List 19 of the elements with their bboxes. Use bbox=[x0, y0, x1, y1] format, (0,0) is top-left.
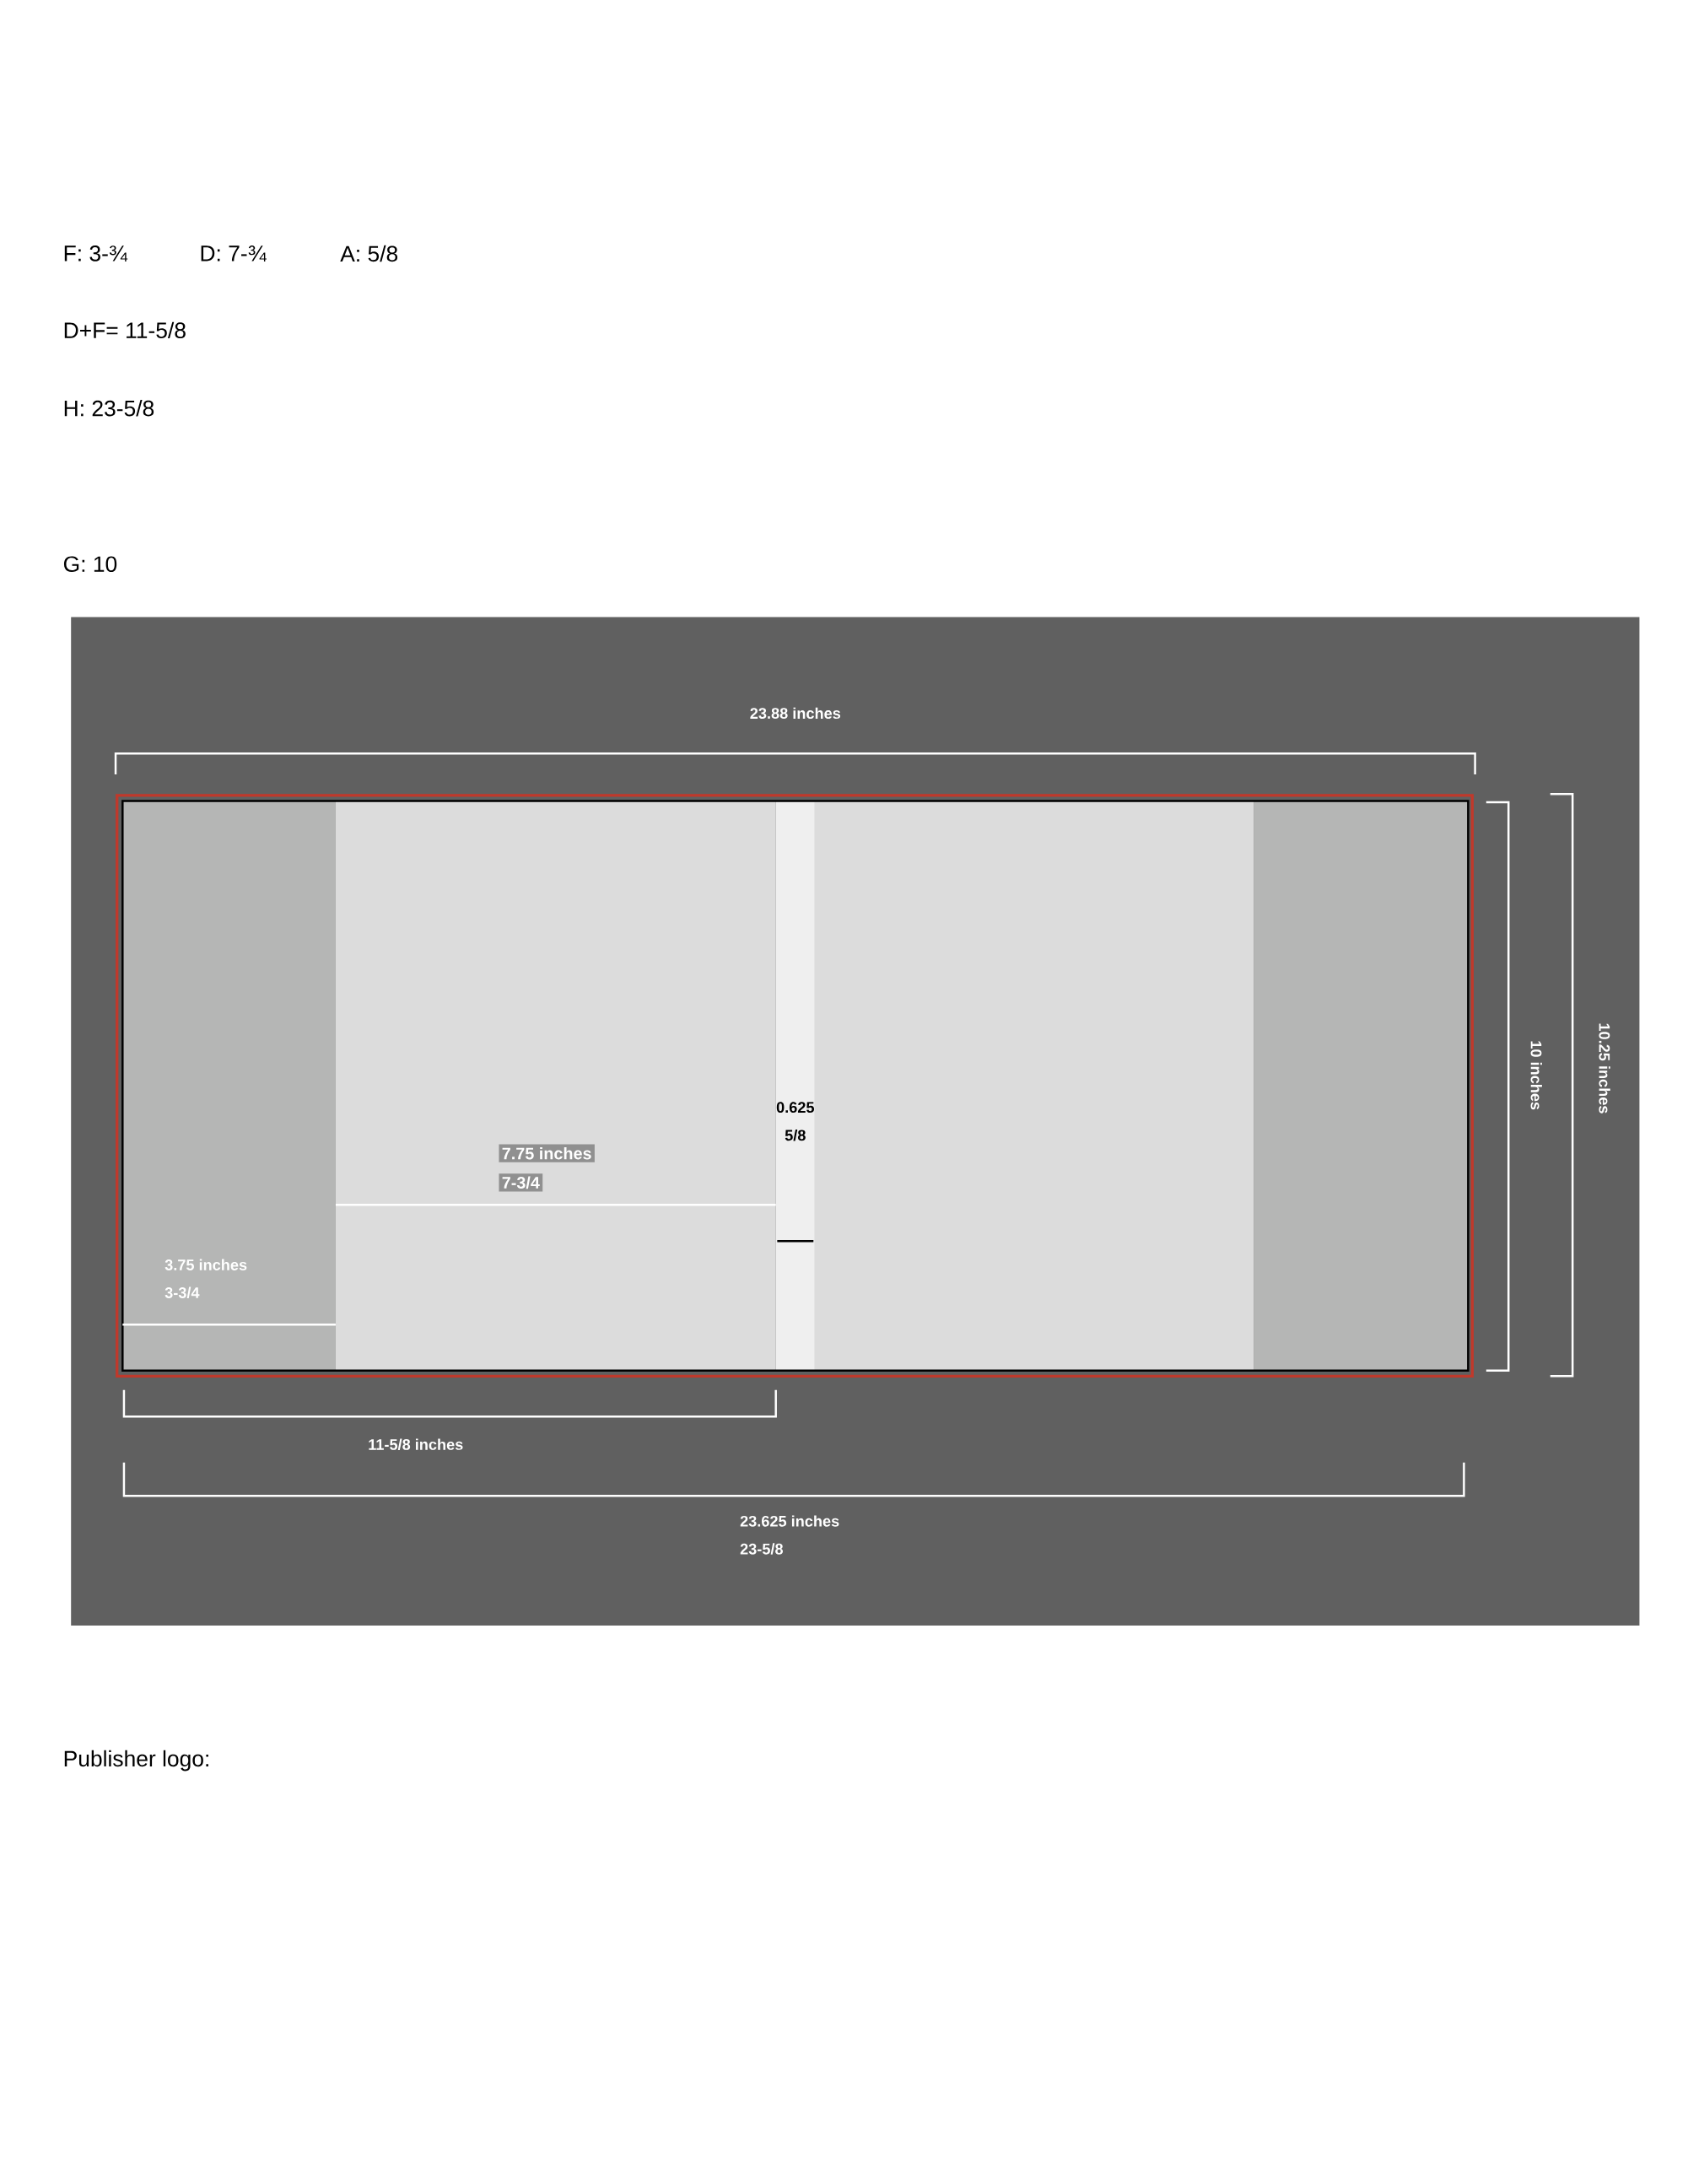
dimension-label: 3-3/4 bbox=[164, 1286, 200, 1299]
dimension-label: 10 inches bbox=[1530, 1041, 1542, 1110]
spec-note: H: 23-5/8 bbox=[64, 400, 154, 417]
dimension-label: 0.625 bbox=[776, 1102, 814, 1114]
dimension-label: 3.75 inches bbox=[164, 1259, 247, 1270]
spec-note: Publisher logo: bbox=[64, 1750, 208, 1771]
spec-note: F: 3-¾ bbox=[64, 245, 128, 262]
dimension-label: 23.625 inches bbox=[740, 1515, 839, 1527]
dimension-label: 5/8 bbox=[785, 1129, 806, 1141]
dimension-label: 23.88 inches bbox=[750, 707, 840, 720]
spec-note: D+F= 11-5/8 bbox=[64, 321, 186, 339]
dimension-label: 23-5/8 bbox=[740, 1543, 783, 1555]
spec-note: D: 7-¾ bbox=[201, 245, 267, 262]
dimension-label: 7.75 inches bbox=[499, 1144, 595, 1162]
spec-note: A: 5/8 bbox=[340, 245, 397, 262]
dimension-label: 7-3/4 bbox=[499, 1173, 543, 1192]
dimension-label: 11-5/8 inches bbox=[369, 1438, 463, 1450]
dimension-label: 10.25 inches bbox=[1599, 1023, 1610, 1114]
spec-note: G: 10 bbox=[63, 556, 117, 573]
